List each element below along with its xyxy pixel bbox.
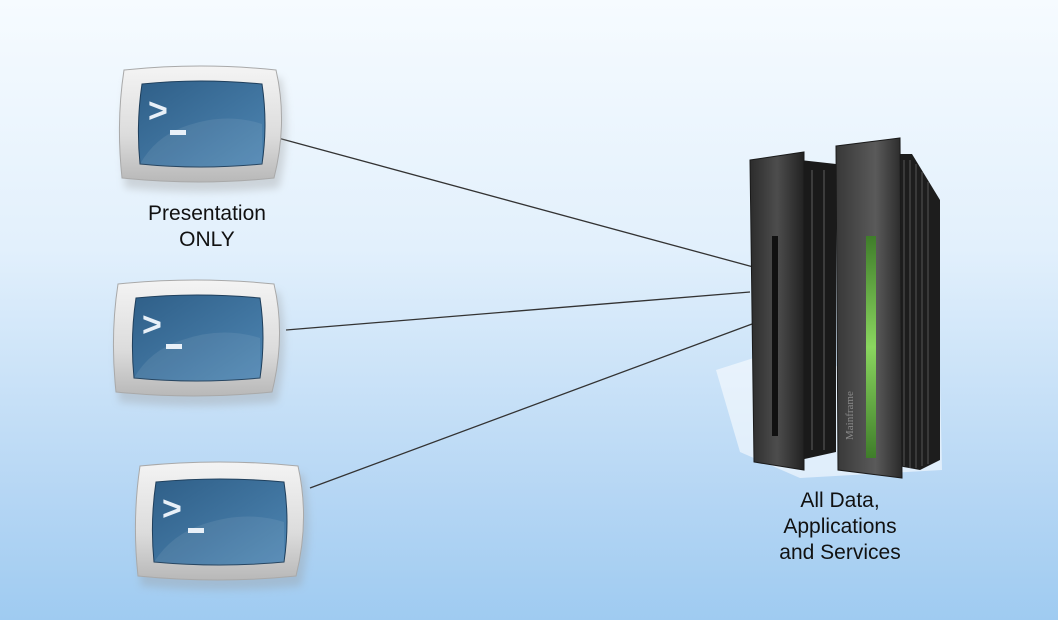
terminal-icon: > [118, 65, 287, 192]
terminal-label-line-2: ONLY [179, 228, 235, 251]
connector-line-2 [285, 291, 751, 331]
terminal-prompt-glyph: > [162, 490, 182, 528]
mainframe-server-icon: Mainframe [716, 137, 942, 479]
mainframe-label-line-2: Applications [783, 515, 897, 538]
mainframe-label-line-1: All Data, [800, 489, 880, 512]
terminal-prompt-glyph: > [148, 92, 168, 130]
connector-line-3 [309, 323, 753, 489]
terminal-icon: > [112, 279, 285, 406]
terminal-label-line-1: Presentation [148, 202, 266, 225]
connector-line-1 [277, 137, 758, 269]
mainframe-label: All Data, Applications and Services [752, 488, 928, 566]
connector-lines [277, 137, 758, 489]
mainframe-label-line-3: and Services [779, 541, 901, 564]
terminal-label: Presentation ONLY [120, 201, 294, 253]
mainframe-side-text: Mainframe [844, 391, 856, 440]
terminal-prompt-glyph: > [142, 306, 162, 344]
terminal-icon: > [134, 461, 309, 590]
